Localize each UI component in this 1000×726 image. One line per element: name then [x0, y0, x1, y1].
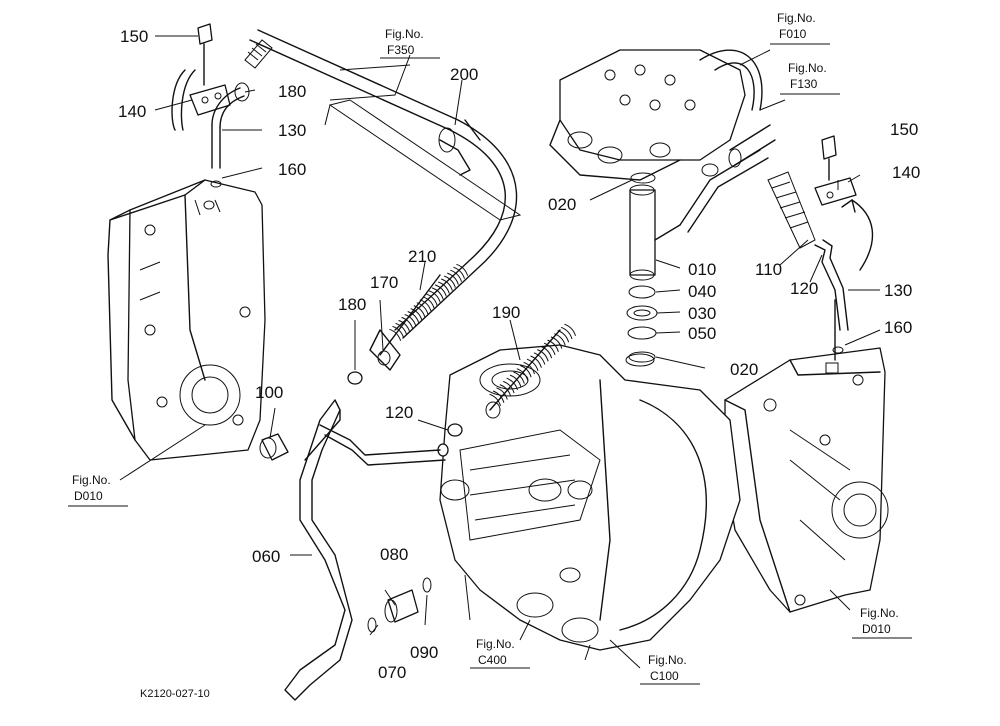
figref-f350-code: F350 [387, 43, 415, 57]
spring-coil [503, 380, 515, 394]
label-120-left: 120 [385, 403, 413, 422]
spring-coil [543, 342, 556, 356]
label-140-left: 140 [118, 102, 146, 121]
label-200: 200 [450, 65, 478, 84]
spring-coil [523, 361, 535, 375]
spring-coil [516, 368, 529, 381]
label-210: 210 [408, 247, 436, 266]
left-bracket-parts [171, 23, 273, 210]
spring-coil [407, 311, 420, 324]
spring-coil [499, 384, 512, 397]
figure-reference-labels: Fig.No. F350 Fig.No. F010 Fig.No. F130 F… [68, 11, 912, 685]
spring-hoses [377, 263, 576, 419]
figref-f350-title: Fig.No. [385, 27, 424, 41]
spring-coil [496, 387, 508, 400]
spring-coil [428, 290, 441, 303]
label-070: 070 [378, 663, 406, 682]
strainer-pipe-assembly [626, 172, 681, 363]
label-020-bottom: 020 [730, 360, 758, 379]
spring-coil [413, 305, 426, 318]
label-020-top: 020 [548, 195, 576, 214]
spring-coil [404, 314, 417, 327]
spring-coil [533, 352, 546, 365]
label-030: 030 [688, 304, 716, 323]
spring-coil [564, 323, 576, 336]
label-040: 040 [688, 282, 716, 301]
label-120-right: 120 [790, 279, 818, 298]
spring-coil [489, 393, 501, 406]
figref-c100-title: Fig.No. [648, 653, 687, 667]
label-160-left: 160 [278, 160, 306, 179]
spring-coil [395, 322, 408, 335]
spring-coil [547, 339, 559, 352]
label-150-left: 150 [120, 27, 148, 46]
spring-coil [453, 266, 465, 279]
label-190: 190 [492, 303, 520, 322]
label-130-left: 130 [278, 121, 306, 140]
part-number-labels: 150 140 180 130 160 200 210 170 180 190 … [118, 27, 920, 682]
label-180-top: 180 [278, 82, 306, 101]
figref-d010-right-code: D010 [862, 622, 891, 636]
spring-coil [447, 272, 459, 285]
spring-coil [530, 355, 542, 368]
spring-coil [434, 284, 447, 297]
label-100: 100 [255, 383, 283, 402]
spring-coil [438, 281, 450, 294]
label-010: 010 [688, 260, 716, 279]
label-080: 080 [380, 545, 408, 564]
spring-coil [444, 275, 456, 288]
spring-coil [410, 308, 423, 321]
figref-d010-right-title: Fig.No. [860, 606, 899, 620]
left-housing-drawing [107, 179, 266, 461]
label-060: 060 [252, 547, 280, 566]
label-180-mid: 180 [338, 295, 366, 314]
right-housing-drawing [724, 347, 889, 613]
spring-coil [526, 358, 539, 371]
label-090: 090 [410, 643, 438, 662]
drawing-code: K2120-027-10 [140, 688, 210, 700]
return-pipe-drawing [249, 29, 769, 371]
label-160-right: 160 [884, 318, 912, 337]
spring-coil [398, 319, 411, 333]
spring-coil [401, 316, 414, 330]
label-140-right: 140 [892, 163, 920, 182]
spring-coil [425, 293, 438, 306]
label-130-right: 130 [884, 281, 912, 300]
transmission-case-drawing [439, 344, 741, 661]
figref-c100-code: C100 [650, 669, 679, 683]
clamp-200 [439, 119, 481, 176]
spring-coil [540, 345, 553, 359]
label-110: 110 [755, 260, 782, 279]
figref-f010-code: F010 [779, 27, 807, 41]
figref-f130-code: F130 [790, 77, 818, 91]
right-bracket-parts [767, 135, 874, 361]
fittings [259, 371, 463, 633]
spring-coil [492, 390, 505, 403]
figref-c400-title: Fig.No. [476, 637, 515, 651]
spring-coil [456, 263, 469, 276]
spring-coil [450, 269, 462, 282]
label-050: 050 [688, 324, 716, 343]
figref-c400-code: C400 [478, 653, 507, 667]
spring-coil [520, 365, 532, 378]
figref-f010-title: Fig.No. [777, 11, 816, 25]
valve-block-drawing [549, 49, 776, 181]
spring-coil [537, 349, 549, 362]
spring-coil [422, 296, 435, 309]
spring-coil [560, 326, 573, 340]
suction-pipe-drawing [284, 399, 446, 701]
figref-f130-title: Fig.No. [788, 61, 827, 75]
spring-coil [550, 336, 563, 349]
label-170: 170 [370, 273, 398, 292]
figref-d010-left-title: Fig.No. [72, 473, 111, 487]
spring-coil [431, 287, 444, 300]
spring-coil [392, 325, 405, 338]
spring-coil [441, 278, 453, 291]
figref-d010-left-code: D010 [74, 489, 103, 503]
leader-lines [119, 35, 881, 669]
label-150-right: 150 [890, 120, 918, 139]
